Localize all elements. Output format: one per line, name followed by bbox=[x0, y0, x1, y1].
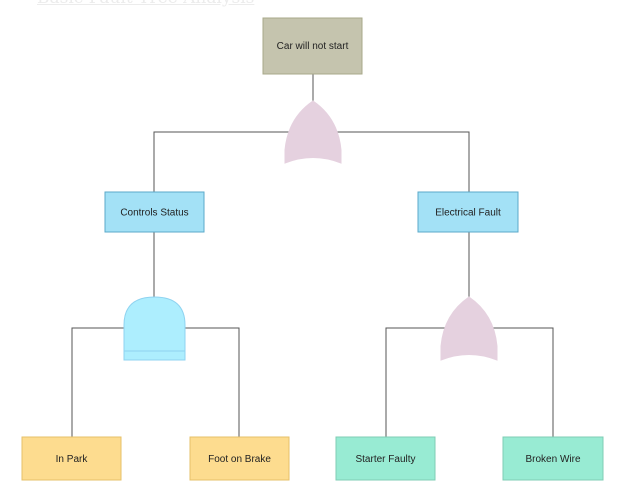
node-label: Electrical Fault bbox=[435, 208, 501, 219]
node-controls-status[interactable]: Controls Status bbox=[104, 191, 205, 233]
node-box bbox=[21, 436, 122, 481]
node-electrical-fault[interactable]: Electrical Fault bbox=[417, 191, 519, 233]
node-box bbox=[335, 436, 436, 481]
node-box bbox=[417, 191, 519, 233]
node-broken-wire[interactable]: Broken Wire bbox=[502, 436, 604, 481]
diagram-title: Basic Fault Tree Analysis bbox=[37, 0, 254, 8]
node-label: Foot on Brake bbox=[208, 454, 271, 465]
node-label: In Park bbox=[56, 454, 89, 465]
node-label: Controls Status bbox=[120, 208, 188, 219]
node-box bbox=[262, 17, 363, 75]
node-in-park[interactable]: In Park bbox=[21, 436, 122, 481]
node-starter-faulty[interactable]: Starter Faulty bbox=[335, 436, 436, 481]
node-top-event[interactable]: Car will not start bbox=[262, 17, 363, 75]
or-gate-top bbox=[284, 100, 342, 164]
node-label: Broken Wire bbox=[525, 454, 580, 465]
or-gate-electrical bbox=[440, 296, 498, 361]
node-label: Starter Faulty bbox=[355, 454, 415, 465]
node-box bbox=[104, 191, 205, 233]
and-gate-controls bbox=[123, 296, 186, 361]
node-box bbox=[502, 436, 604, 481]
node-label: Car will not start bbox=[277, 41, 349, 52]
node-box bbox=[189, 436, 290, 481]
node-foot-on-brake[interactable]: Foot on Brake bbox=[189, 436, 290, 481]
